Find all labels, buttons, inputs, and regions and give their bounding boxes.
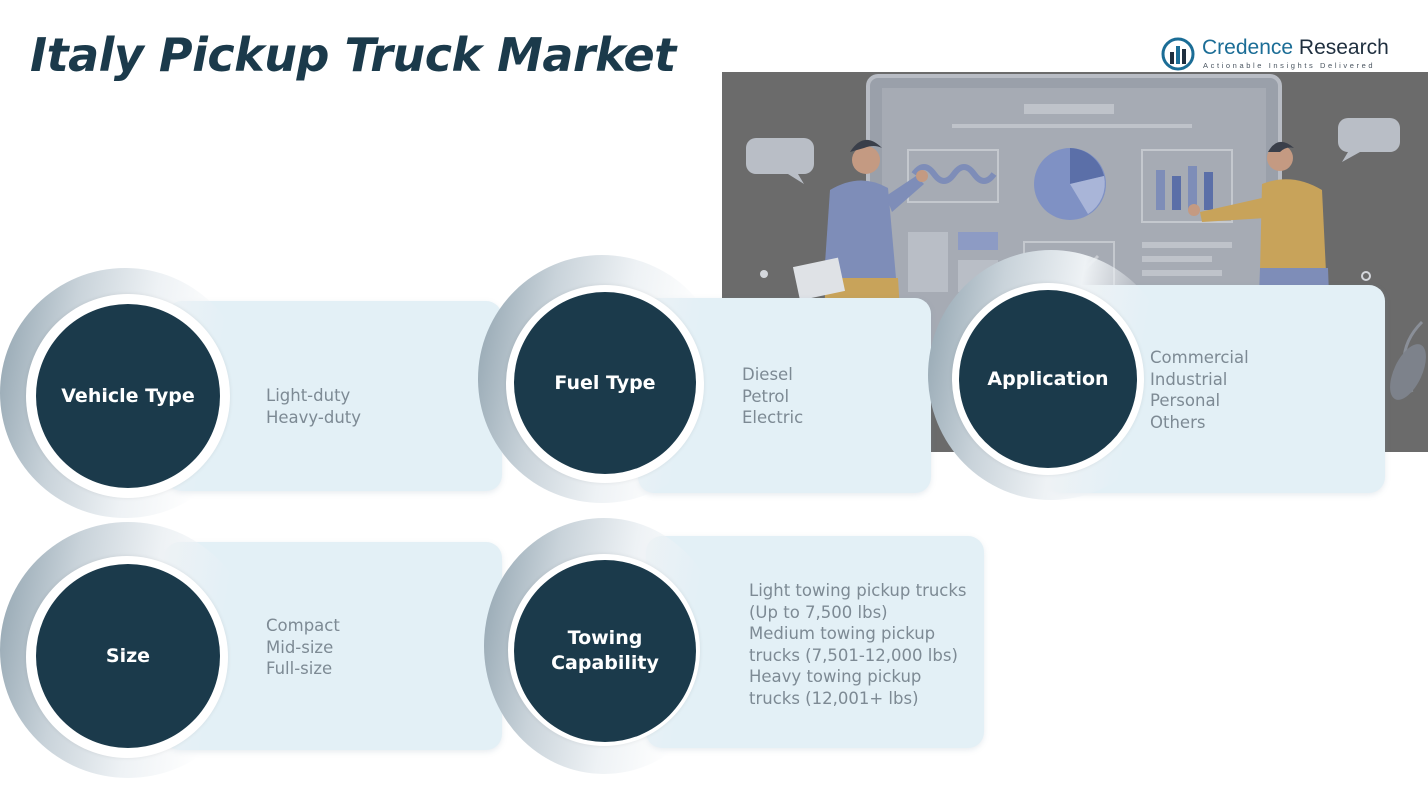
segment-item: Light-duty: [266, 386, 351, 405]
segment-item: trucks (12,001+ lbs): [749, 688, 919, 708]
segment-card-vehicle-type: Vehicle Type Light-duty Heavy-duty: [0, 268, 504, 518]
logo-name-part2: Research: [1298, 36, 1389, 59]
segment-item: Compact: [266, 616, 340, 635]
page-title: Italy Pickup Truck Market: [30, 28, 676, 82]
segment-item: Personal: [1150, 391, 1221, 410]
segment-label-line1: Towing: [567, 627, 643, 649]
segment-card-fuel-type: Fuel Type Diesel Petrol Electric: [478, 255, 934, 503]
segment-item: Full-size: [266, 659, 333, 678]
segment-circle: Size: [36, 564, 220, 748]
logo-name: Credence Research: [1202, 36, 1389, 60]
logo-mark-icon: [1161, 37, 1195, 71]
segment-item: Electric: [742, 408, 804, 427]
segment-item: Industrial: [1150, 369, 1228, 389]
segment-item: Medium towing pickup: [749, 624, 936, 643]
segment-item: Heavy-duty: [266, 407, 362, 427]
logo-name-part1: Credence: [1202, 36, 1294, 59]
segment-circle: Fuel Type: [514, 292, 696, 474]
segment-items: Diesel Petrol Electric: [742, 364, 803, 429]
segment-label: Fuel Type: [554, 371, 656, 394]
segment-item: Diesel: [742, 365, 793, 384]
logo-tagline: Actionable Insights Delivered: [1203, 61, 1376, 70]
segment-items: Light towing pickup trucks (Up to 7,500 …: [749, 580, 967, 709]
segment-items: Light-duty Heavy-duty: [266, 385, 361, 428]
segment-item: Petrol: [742, 386, 790, 406]
credence-research-logo: Credence Research Actionable Insights De…: [1160, 34, 1400, 74]
segment-card-size: Size Compact Mid-size Full-size: [0, 522, 504, 778]
segment-circle: Application: [959, 290, 1137, 468]
segment-items: Commercial Industrial Personal Others: [1150, 347, 1249, 433]
segment-label-line2: Capability: [551, 652, 659, 674]
segment-label: Vehicle Type: [61, 384, 195, 407]
segment-label: Size: [105, 644, 151, 667]
segment-item: trucks (7,501-12,000 lbs): [749, 645, 958, 665]
segment-item: Mid-size: [266, 637, 334, 657]
segment-item: Light towing pickup trucks: [749, 581, 967, 600]
segment-item: Heavy towing pickup: [749, 667, 922, 686]
segment-card-application: Application Commercial Industrial Person…: [928, 250, 1388, 500]
segment-items: Compact Mid-size Full-size: [266, 615, 340, 680]
segment-circle: Vehicle Type: [36, 304, 220, 488]
segment-item: Commercial: [1150, 348, 1249, 367]
segment-item: Others: [1150, 412, 1206, 432]
segment-label: Application: [987, 367, 1109, 390]
segment-item: (Up to 7,500 lbs): [749, 602, 888, 622]
